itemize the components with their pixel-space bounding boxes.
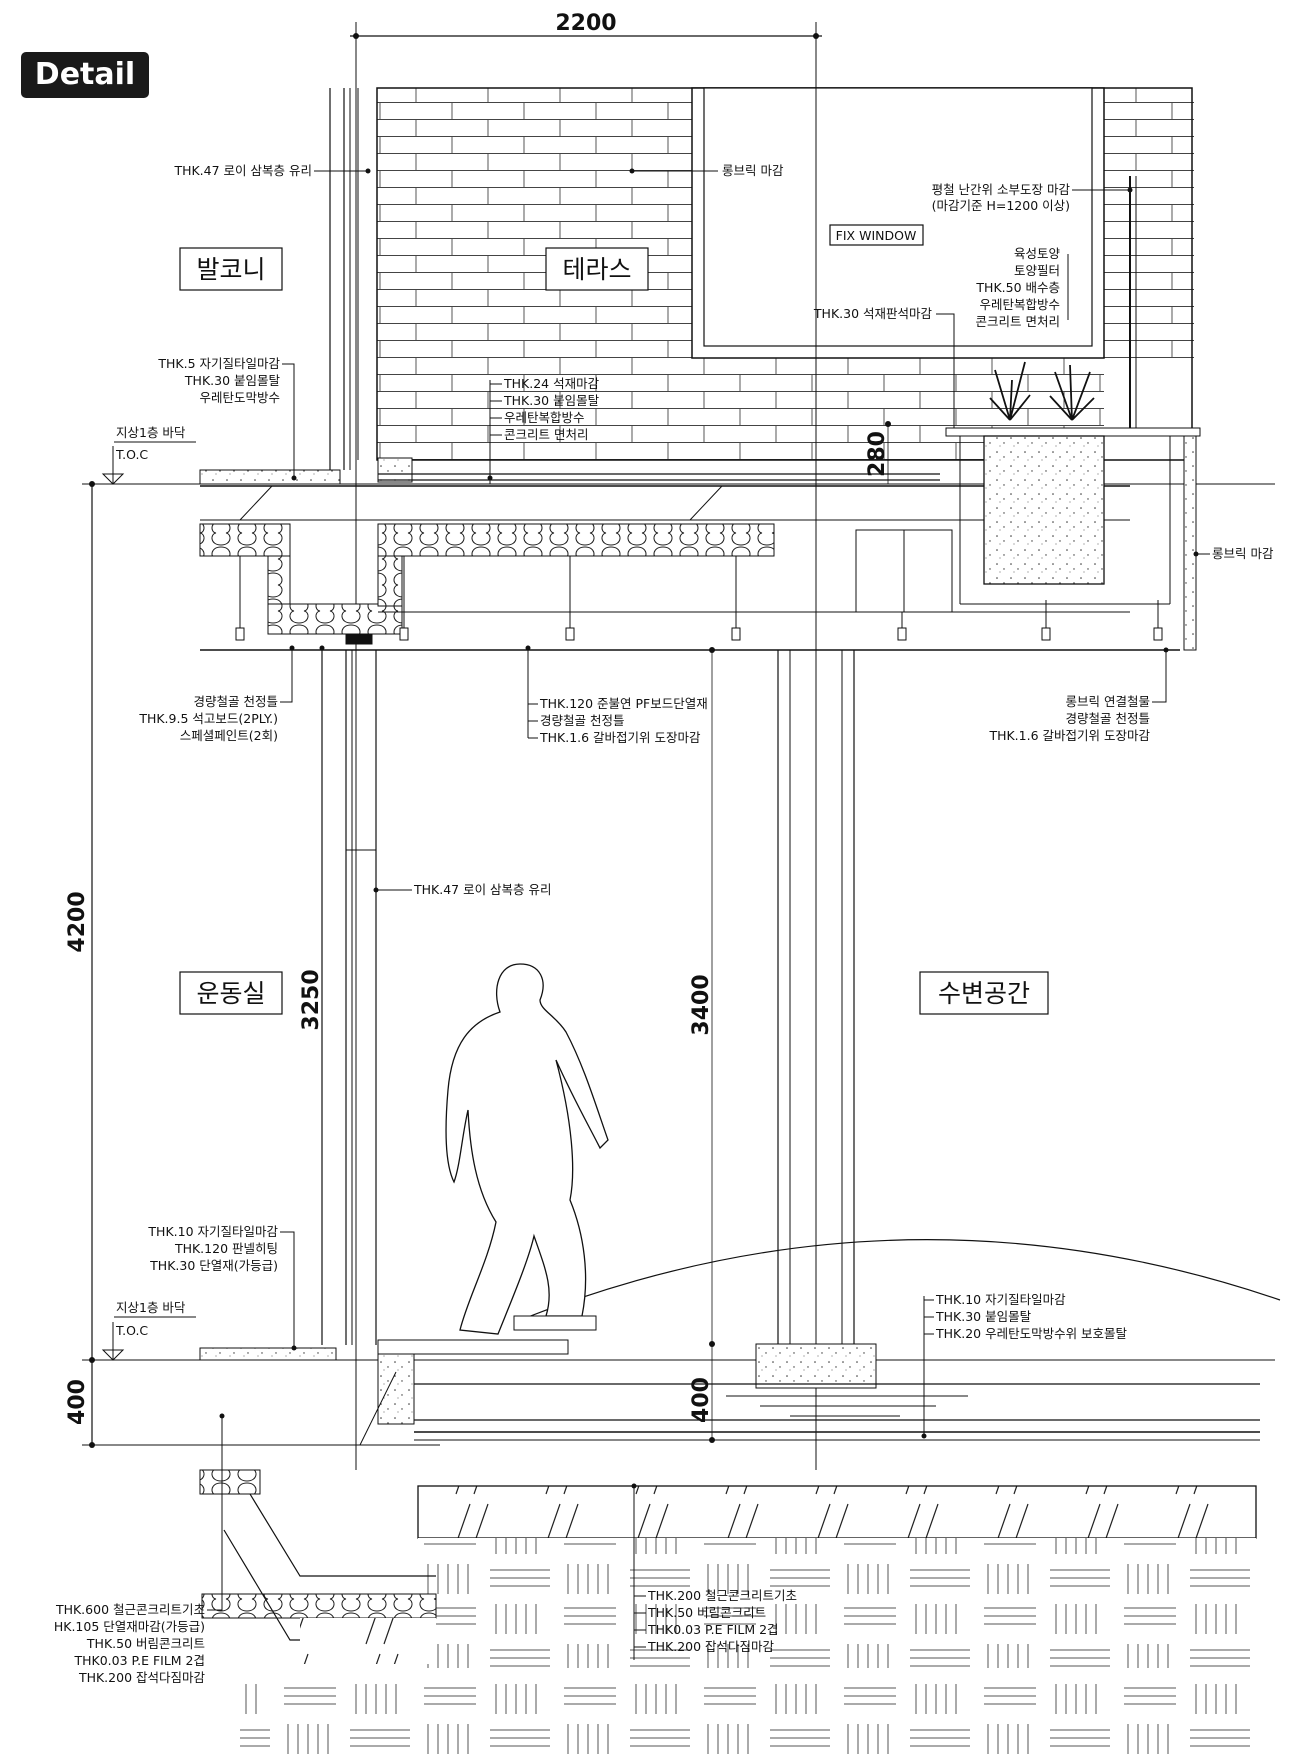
svg-text:(마감기준 H=1200 이상): (마감기준 H=1200 이상): [932, 198, 1070, 213]
lower-floor: [199, 1239, 1281, 1446]
note-long-brick-right: 롱브릭 마감: [1193, 546, 1274, 561]
dim-3250: 3250: [299, 969, 324, 1030]
dim-400-right: 400: [689, 1377, 714, 1423]
svg-text:THK.1.6 갈바접기위 도장마감: THK.1.6 갈바접기위 도장마감: [988, 728, 1150, 743]
svg-text:THK.47 로이 삼복층 유리: THK.47 로이 삼복층 유리: [173, 163, 312, 178]
svg-text:THK.200 잡석다짐마감: THK.200 잡석다짐마감: [78, 1670, 206, 1685]
svg-text:THK0.03 P.E FILM 2겹: THK0.03 P.E FILM 2겹: [647, 1622, 779, 1637]
note-ceiling-left: 경량철골 천정틀 THK.9.5 석고보드(2PLY.) 스페셜페인트(2회): [138, 645, 325, 743]
svg-text:평철 난간위 소부도장 마감: 평철 난간위 소부도장 마감: [932, 182, 1071, 197]
svg-text:경량철골 천정틀: 경량철골 천정틀: [1066, 711, 1150, 726]
svg-text:THK0.03 P.E FILM 2겹: THK0.03 P.E FILM 2겹: [73, 1653, 205, 1668]
note-balcony-floor: THK.5 자기질타일마감 THK.30 붙임몰탈 우레탄도막방수: [157, 356, 297, 481]
svg-text:THK.120 판넬히팅: THK.120 판넬히팅: [174, 1241, 278, 1256]
note-foundation-mid: THK.200 철근콘크리트기초 THK.50 버림콘크리트 THK0.03 P…: [631, 1483, 797, 1660]
svg-text:육성토양: 육성토양: [1014, 246, 1061, 261]
upper-floor-label: 지상1층 바닥: [116, 425, 186, 440]
dimension-top: 2200: [350, 11, 822, 39]
lower-floor-label: 지상1층 바닥: [116, 1300, 186, 1315]
svg-text:우레탄복합방수: 우레탄복합방수: [979, 297, 1060, 312]
svg-text:THK.200 철근콘크리트기초: THK.200 철근콘크리트기초: [647, 1588, 797, 1603]
svg-text:THK.30 붙임몰탈: THK.30 붙임몰탈: [503, 393, 600, 408]
glass-curtain-wall: [321, 88, 377, 1345]
dim-280: 280: [865, 431, 890, 477]
svg-text:THK.20 우레탄도막방수위 보호몰탈: THK.20 우레탄도막방수위 보호몰탈: [935, 1326, 1128, 1341]
svg-text:THK.30 붙임몰탈: THK.30 붙임몰탈: [184, 373, 281, 388]
dimension-left: 4200 400: [65, 481, 95, 1448]
svg-text:THK.50 배수층: THK.50 배수층: [975, 280, 1060, 295]
dim-400-left: 400: [65, 1379, 90, 1425]
note-glass-upper: THK.47 로이 삼복층 유리: [173, 163, 371, 178]
level-marker-upper: 지상1층 바닥 T.O.C: [101, 425, 196, 485]
note-glass-lower: THK.47 로이 삼복층 유리: [373, 882, 552, 897]
room-labels: 발코니 테라스 운동실 수변공간: [179, 247, 1049, 1015]
svg-text:THK.5 자기질타일마감: THK.5 자기질타일마감: [157, 356, 280, 371]
room-terrace: 테라스: [562, 255, 631, 284]
railing: [1129, 176, 1137, 428]
dim-4200: 4200: [65, 891, 90, 952]
svg-text:THK.30 단열재(가등급): THK.30 단열재(가등급): [149, 1258, 278, 1273]
svg-text:콘크리트 면처리: 콘크리트 면처리: [504, 427, 588, 442]
svg-text:THK.47 로이 삼복층 유리: THK.47 로이 삼복층 유리: [413, 882, 552, 897]
svg-text:THK.1.6 갈바접기위 도장마감: THK.1.6 갈바접기위 도장마감: [539, 730, 701, 745]
note-long-brick-top: 롱브릭 마감: [629, 163, 784, 178]
level-marker-lower: 지상1층 바닥 T.O.C: [101, 1300, 196, 1361]
room-balcony: 발코니: [196, 255, 265, 284]
dim-2200: 2200: [555, 11, 616, 36]
human-figure: [445, 963, 609, 1335]
level-lines: [82, 483, 1275, 1446]
svg-text:롱브릭 마감: 롱브릭 마감: [1212, 546, 1274, 561]
lower-toc-label: T.O.C: [115, 1323, 148, 1338]
svg-text:THK.24 석재마감: THK.24 석재마감: [503, 376, 600, 391]
upper-slab: [199, 457, 1180, 651]
room-waterside: 수변공간: [938, 979, 1030, 1008]
svg-text:THK.120 준불연 PF보드단열재: THK.120 준불연 PF보드단열재: [539, 696, 708, 711]
planter-box: [945, 361, 1201, 651]
svg-text:HK.105 단열재마감(가등급): HK.105 단열재마감(가등급): [54, 1619, 205, 1634]
room-gym: 운동실: [196, 979, 265, 1008]
note-planter-layers: 육성토양 토양필터 THK.50 배수층 우레탄복합방수 콘크리트 면처리: [975, 246, 1069, 329]
step: [513, 1315, 597, 1331]
svg-text:THK.30 붙임몰탈: THK.30 붙임몰탈: [935, 1309, 1032, 1324]
detail-badge: Detail: [21, 52, 149, 98]
ceiling-hangers: [235, 485, 1163, 641]
fix-window-label: FIX WINDOW: [836, 228, 917, 243]
note-water-floor: THK.10 자기질타일마감 THK.30 붙임몰탈 THK.20 우레탄도막방…: [921, 1292, 1128, 1439]
fix-window: FIX WINDOW: [691, 87, 1105, 359]
svg-text:경량철골 천정틀: 경량철골 천정틀: [194, 694, 278, 709]
insulation-ceiling: [199, 523, 775, 635]
note-stone-panel: THK.30 석재판석마감: [813, 306, 955, 428]
foundation: [199, 1469, 1260, 1760]
svg-text:콘크리트 면처리: 콘크리트 면처리: [976, 314, 1060, 329]
svg-text:THK.10 자기질타일마감: THK.10 자기질타일마감: [935, 1292, 1066, 1307]
dimension-inner: 3250 3400 400 280: [299, 421, 891, 1443]
svg-text:경량철골 천정틀: 경량철골 천정틀: [540, 713, 624, 728]
svg-text:롱브릭 연결철물: 롱브릭 연결철물: [1066, 694, 1150, 709]
svg-text:THK.50 버림콘크리트: THK.50 버림콘크리트: [86, 1636, 205, 1651]
svg-text:THK.600 철근콘크리트기초: THK.600 철근콘크리트기초: [55, 1602, 205, 1617]
note-ceiling-right: 롱브릭 연결철물 경량철골 천정틀 THK.1.6 갈바접기위 도장마감: [988, 647, 1169, 743]
note-ceiling-mid: THK.120 준불연 PF보드단열재 경량철골 천정틀 THK.1.6 갈바접…: [525, 645, 708, 745]
water-lines: [726, 1395, 968, 1417]
svg-text:THK.200 잡석다짐마감: THK.200 잡석다짐마감: [647, 1639, 775, 1654]
svg-text:스페셜페인트(2회): 스페셜페인트(2회): [180, 728, 278, 743]
svg-text:롱브릭 마감: 롱브릭 마감: [722, 163, 784, 178]
note-foundation-left: THK.600 철근콘크리트기초 HK.105 단열재마감(가등급) THK.5…: [54, 1413, 225, 1685]
svg-text:THK.9.5 석고보드(2PLY.): THK.9.5 석고보드(2PLY.): [138, 711, 278, 726]
axis-lines: [355, 22, 817, 1470]
dim-3400: 3400: [689, 974, 714, 1035]
upper-toc-label: T.O.C: [115, 447, 148, 462]
note-railing: 평철 난간위 소부도장 마감 (마감기준 H=1200 이상): [932, 182, 1133, 213]
svg-text:토양필터: 토양필터: [1014, 263, 1060, 278]
svg-text:THK.30 석재판석마감: THK.30 석재판석마감: [813, 306, 933, 321]
column: [755, 650, 877, 1389]
note-terrace-floor: THK.24 석재마감 THK.30 붙임몰탈 우레탄복합방수 콘크리트 면처리: [487, 376, 600, 484]
svg-text:우레탄복합방수: 우레탄복합방수: [504, 410, 585, 425]
svg-text:우레탄도막방수: 우레탄도막방수: [199, 390, 280, 405]
svg-text:THK.10 자기질타일마감: THK.10 자기질타일마감: [147, 1224, 278, 1239]
svg-text:THK.50 버림콘크리트: THK.50 버림콘크리트: [647, 1605, 766, 1620]
note-gym-floor: THK.10 자기질타일마감 THK.120 판넬히팅 THK.30 단열재(가…: [147, 1224, 297, 1351]
